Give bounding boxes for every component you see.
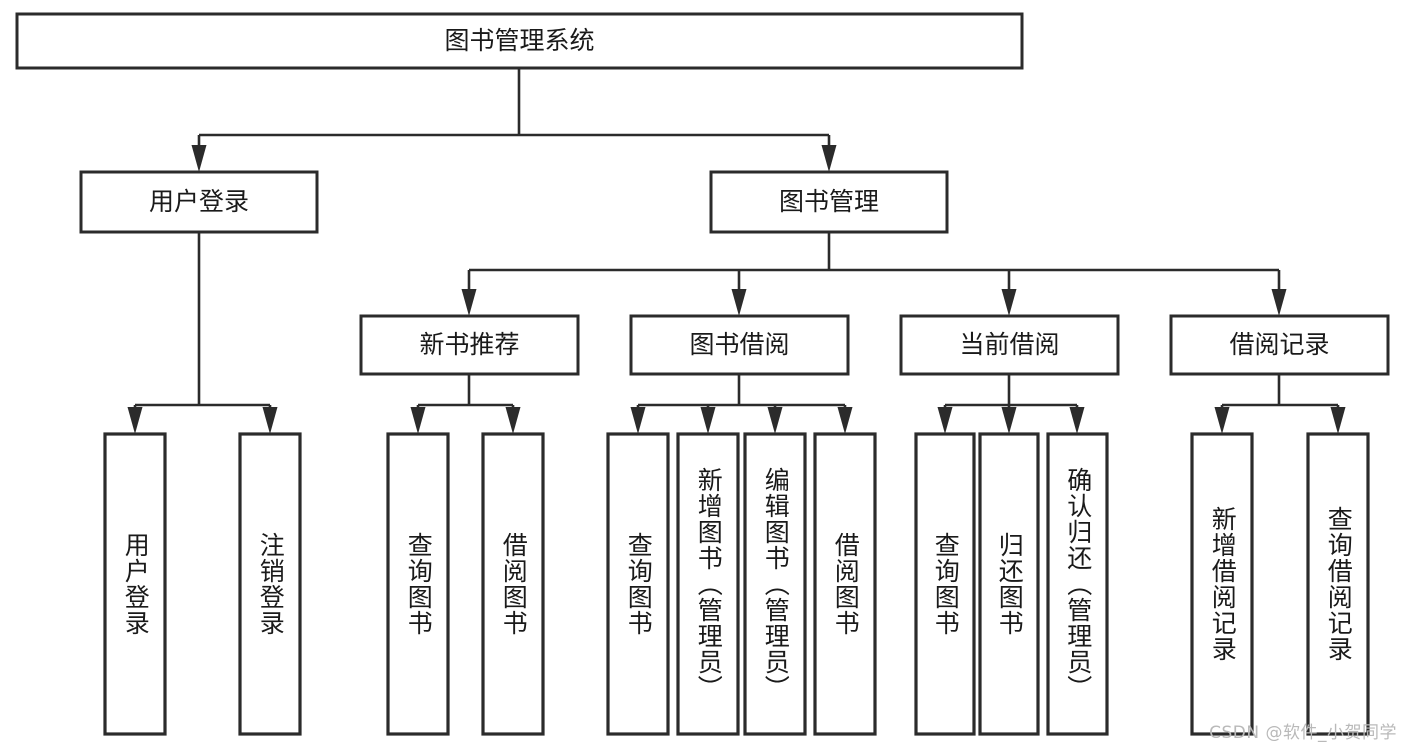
node-borrow-record-label: 借阅记录 bbox=[1229, 330, 1329, 359]
node-book-borrow[interactable] bbox=[629, 314, 850, 376]
arrow-head-current-borrow-2 bbox=[1069, 407, 1085, 434]
node-new-book-recommend[interactable] bbox=[359, 314, 580, 376]
node-user-login-label: 用户登录 bbox=[149, 187, 249, 216]
arrow-head-book-borrow-0 bbox=[630, 407, 646, 434]
arrow-head-bookmgmt-0 bbox=[461, 289, 477, 316]
arrow-head-book-borrow-3 bbox=[837, 407, 853, 434]
arrow-head-bookmgmt-2 bbox=[1001, 289, 1017, 316]
connector-layer bbox=[127, 68, 1346, 434]
node-leaf-query-book-1[interactable] bbox=[386, 432, 450, 736]
arrow-head-borrow-record-1 bbox=[1330, 407, 1346, 434]
node-new-book-recommend-label: 新书推荐 bbox=[419, 330, 519, 359]
node-leaf-edit-book[interactable] bbox=[743, 432, 807, 736]
arrow-head-root-0 bbox=[191, 145, 207, 172]
arrow-head-bookmgmt-1 bbox=[731, 289, 747, 316]
node-leaf-borrow-book-1[interactable] bbox=[481, 432, 545, 736]
arrow-head-new-book-recommend-1 bbox=[505, 407, 521, 434]
node-leaf-query-book-3[interactable] bbox=[914, 432, 976, 736]
node-book-management[interactable] bbox=[709, 170, 949, 234]
node-leaf-add-book[interactable] bbox=[676, 432, 740, 736]
arrow-head-book-borrow-1 bbox=[700, 407, 716, 434]
node-current-borrow[interactable] bbox=[899, 314, 1120, 376]
node-root-label: 图书管理系统 bbox=[444, 26, 594, 55]
node-book-management-label: 图书管理 bbox=[779, 187, 879, 216]
node-leaf-logout[interactable] bbox=[238, 432, 302, 736]
arrow-head-current-borrow-1 bbox=[1001, 407, 1017, 434]
arrow-head-book-borrow-2 bbox=[767, 407, 783, 434]
arrow-head-borrow-record-0 bbox=[1214, 407, 1230, 434]
node-leaf-confirm-return[interactable] bbox=[1046, 432, 1109, 736]
arrow-head-bookmgmt-3 bbox=[1271, 289, 1287, 316]
node-borrow-record[interactable] bbox=[1169, 314, 1390, 376]
node-leaf-add-record[interactable] bbox=[1190, 432, 1254, 736]
node-leaf-return-book[interactable] bbox=[978, 432, 1040, 736]
arrow-head-root-1 bbox=[821, 145, 837, 172]
node-leaf-query-book-2[interactable] bbox=[606, 432, 670, 736]
node-root[interactable] bbox=[15, 12, 1024, 70]
arrow-head-user-login-1 bbox=[262, 407, 278, 434]
node-leaf-borrow-book-2[interactable] bbox=[813, 432, 877, 736]
node-box-layer bbox=[15, 12, 1390, 736]
node-current-borrow-label: 当前借阅 bbox=[959, 330, 1059, 359]
node-leaf-user-login[interactable] bbox=[103, 432, 167, 736]
arrow-head-current-borrow-0 bbox=[937, 407, 953, 434]
arrow-head-user-login-0 bbox=[127, 407, 143, 434]
node-user-login[interactable] bbox=[79, 170, 319, 234]
arrow-head-new-book-recommend-0 bbox=[410, 407, 426, 434]
node-book-borrow-label: 图书借阅 bbox=[689, 330, 789, 359]
node-leaf-query-record[interactable] bbox=[1306, 432, 1370, 736]
